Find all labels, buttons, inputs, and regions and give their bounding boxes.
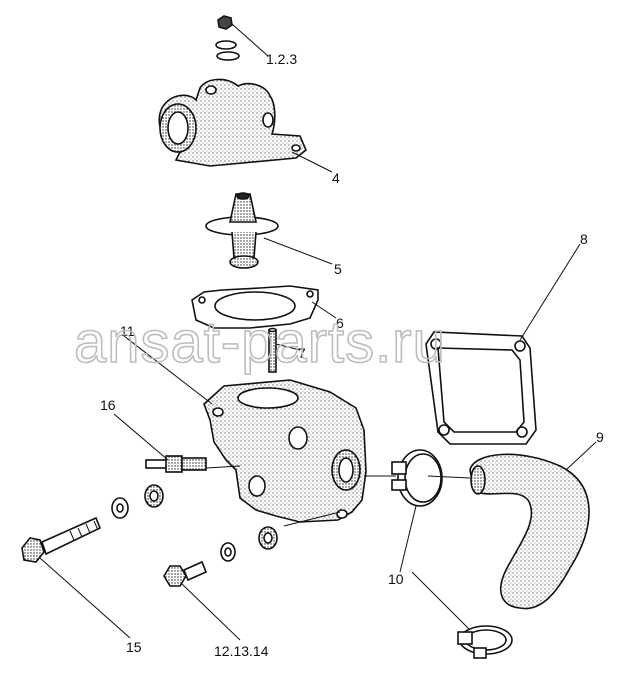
- thermostat-gasket-part: [191, 285, 319, 329]
- thermostat-part: [205, 192, 279, 269]
- radiator-hose-part: [469, 453, 590, 610]
- leader-lines: [39, 23, 597, 641]
- lower-hose-clamp-part: [457, 625, 513, 659]
- watermark: ansat-parts.ru: [74, 310, 446, 375]
- hose-flange-gasket-part: [425, 331, 537, 445]
- thermostat-housing-part: [203, 379, 367, 523]
- bolt-washers-part: [111, 484, 164, 519]
- upper-hose-clamp-part: [391, 449, 443, 507]
- thermostat-cover-part: [158, 78, 307, 167]
- callout-7: 7: [298, 345, 306, 361]
- temperature-sensor-part: [145, 455, 207, 473]
- callout-16: 16: [100, 397, 116, 413]
- callout-4: 4: [332, 170, 340, 186]
- long-bolt-part: [21, 516, 102, 563]
- callout-5: 5: [334, 261, 342, 277]
- short-bolt-part: [163, 526, 278, 587]
- callout-1-2-3: 1.2.3: [266, 51, 297, 67]
- callout-11: 11: [120, 323, 135, 339]
- callout-6: 6: [336, 315, 344, 331]
- callout-12-13-14: 12.13.14: [214, 643, 269, 659]
- callout-15: 15: [126, 639, 142, 655]
- callout-8: 8: [580, 231, 588, 247]
- callout-10: 10: [388, 571, 404, 587]
- stud-part: [268, 327, 277, 373]
- callout-9: 9: [596, 429, 604, 445]
- nut-and-washers-part: [215, 15, 240, 61]
